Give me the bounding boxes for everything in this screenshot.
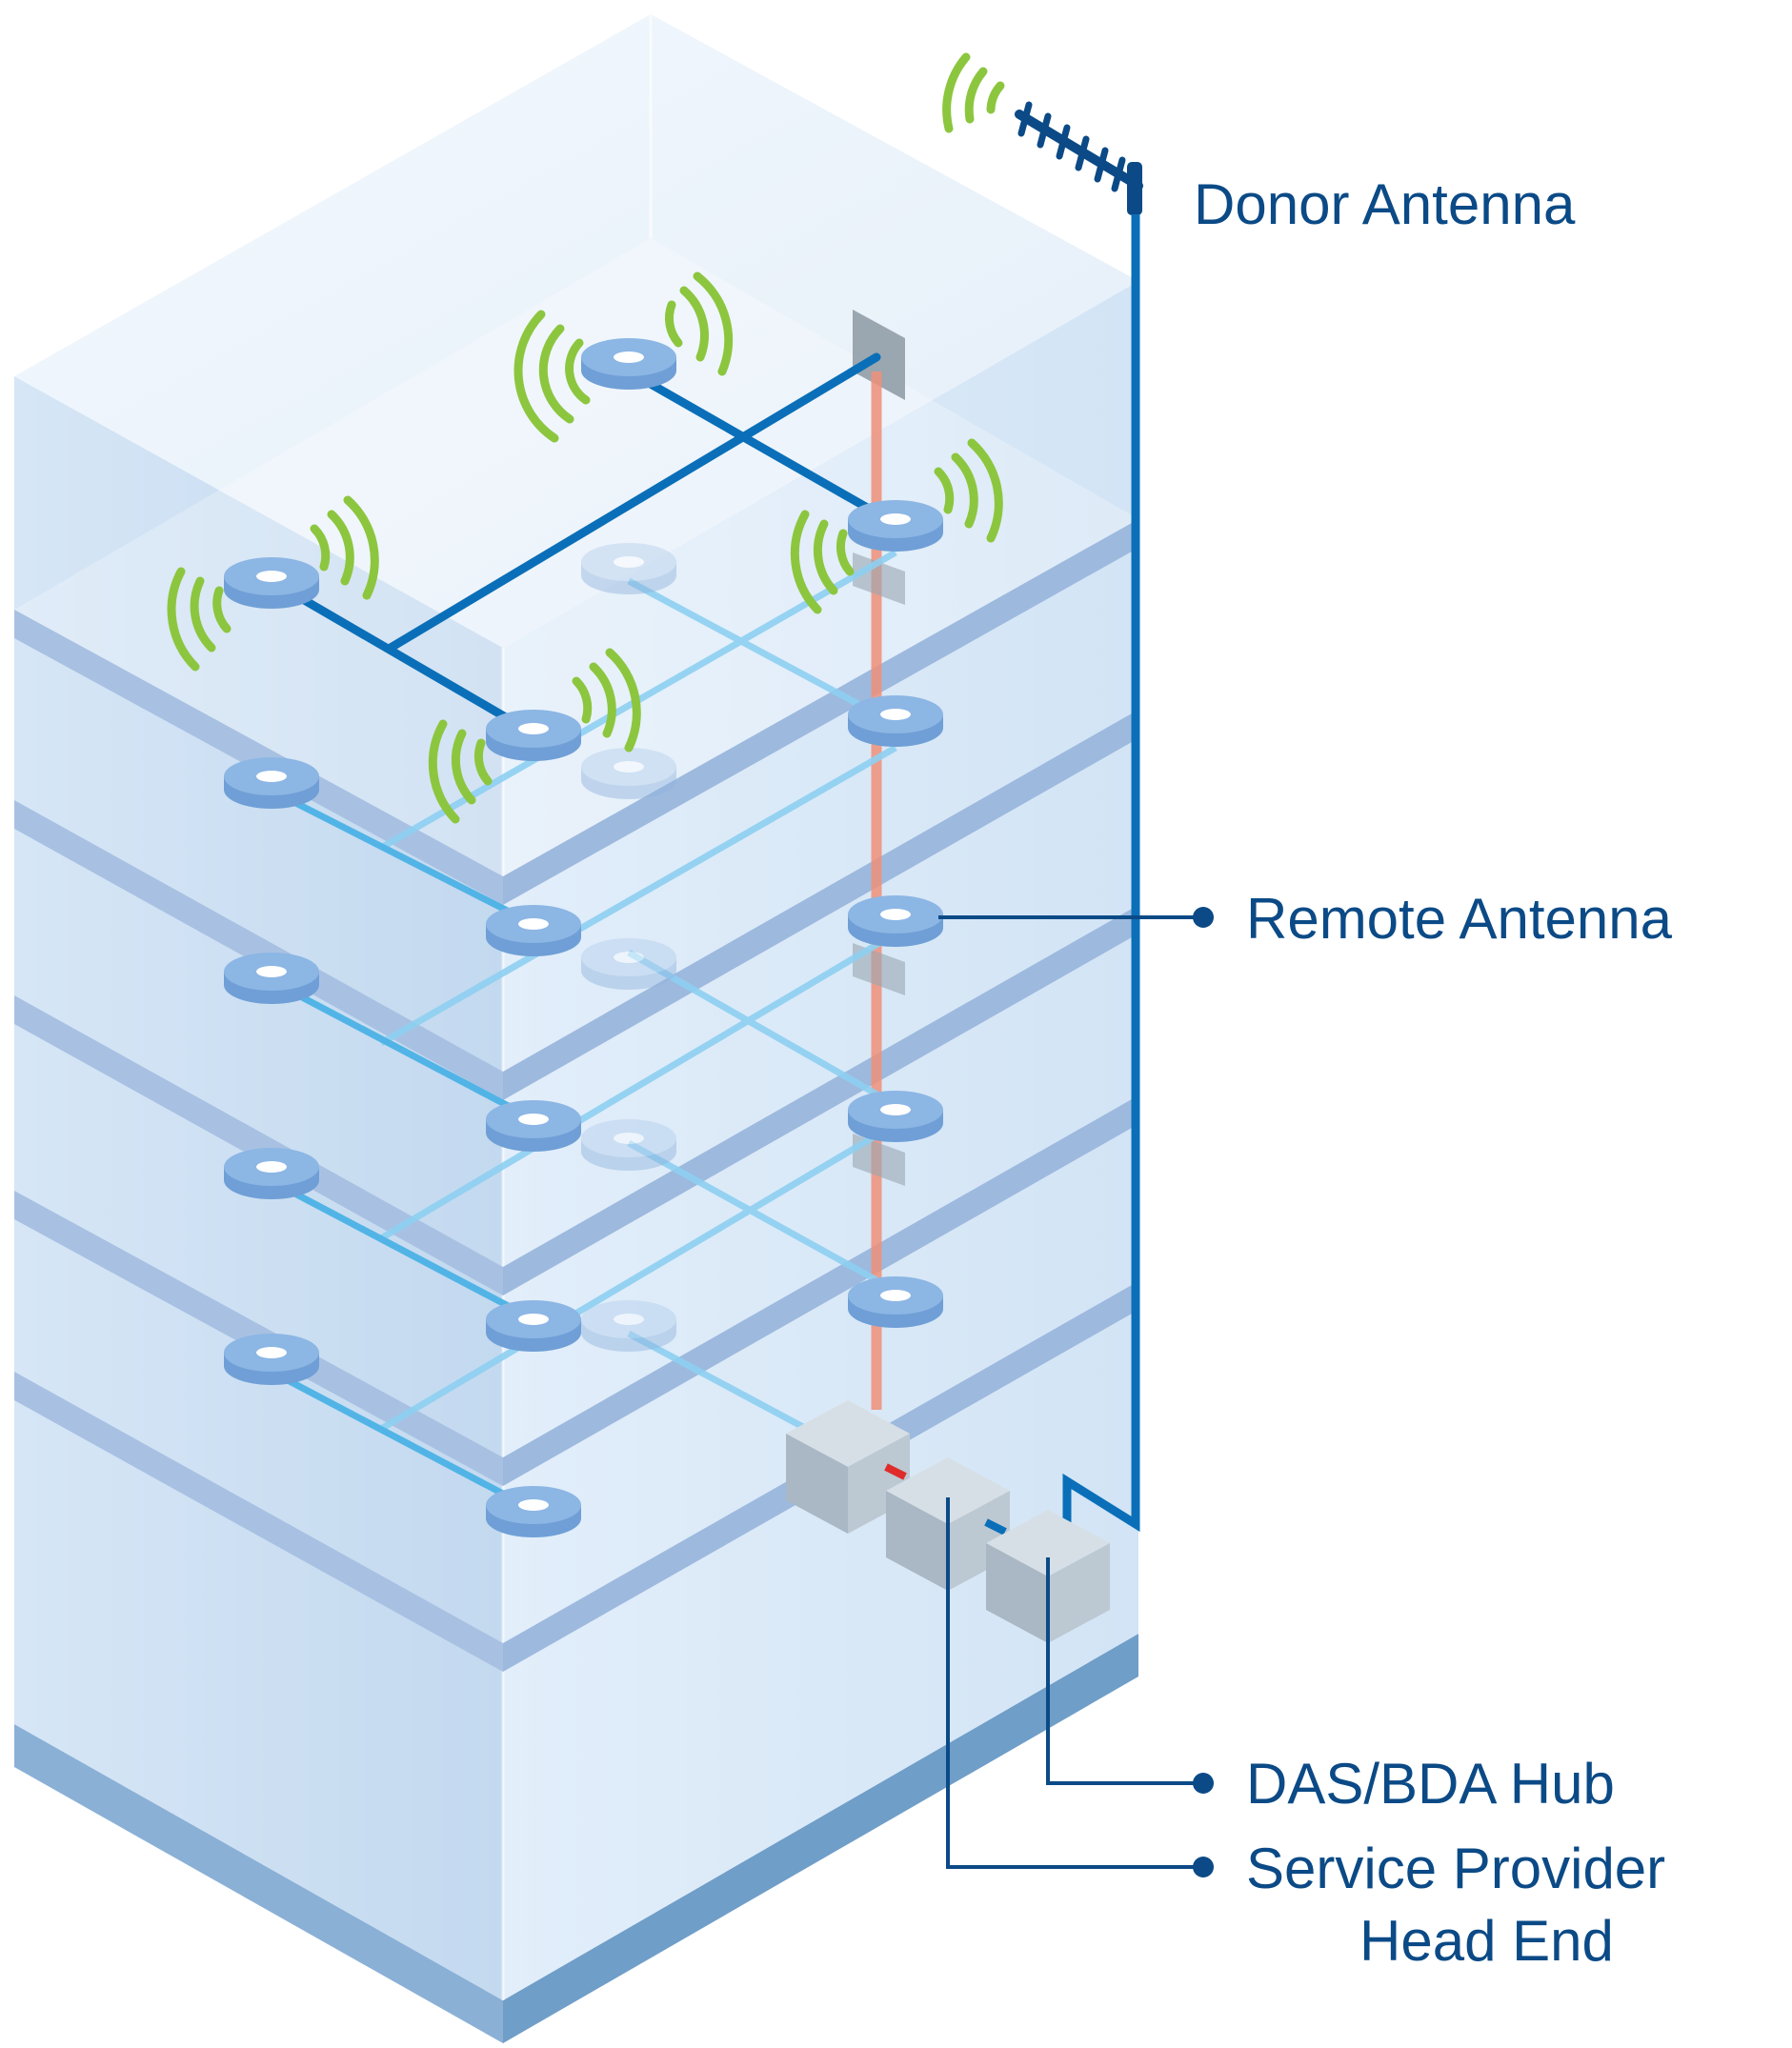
top-floor-cables: [267, 352, 900, 738]
trunk-cable: [1062, 214, 1140, 1534]
floor-slabs: [14, 238, 1138, 1672]
building-roof: [14, 14, 1138, 648]
building-base-right: [503, 1634, 1138, 2043]
remote-antenna-top-3: [486, 710, 581, 761]
remote-antenna-top-1: [581, 338, 676, 390]
callout-dots: [1193, 907, 1214, 1877]
callouts: [938, 915, 1203, 1869]
hub-callout-dot: [1193, 1773, 1214, 1794]
signal-waves: [167, 52, 1005, 824]
donor-antenna-label: Donor Antenna: [1194, 172, 1576, 236]
head-end-label: Head End: [1359, 1909, 1614, 1973]
wave-icon: [167, 495, 379, 672]
wave-icon: [790, 438, 1003, 614]
wave-icon: [513, 271, 734, 443]
wave-icon: [428, 648, 641, 824]
donor-wave-icon: [942, 52, 1005, 133]
remote-antenna-top-2: [224, 557, 319, 609]
remote-antenna-callout-dot: [1193, 907, 1214, 928]
service-provider-label: Service Provider: [1246, 1837, 1665, 1900]
floor-cables-dark: [270, 787, 535, 1514]
donor-antenna: [1015, 101, 1143, 215]
head-end-callout-dot: [1193, 1857, 1214, 1877]
remote-antenna-label: Remote Antenna: [1246, 887, 1673, 951]
equipment: [786, 1400, 1110, 1643]
building-base-left: [14, 1724, 503, 2043]
remote-antenna-top-4: [848, 500, 943, 552]
das-bda-hub-label: DAS/BDA Hub: [1246, 1752, 1615, 1816]
